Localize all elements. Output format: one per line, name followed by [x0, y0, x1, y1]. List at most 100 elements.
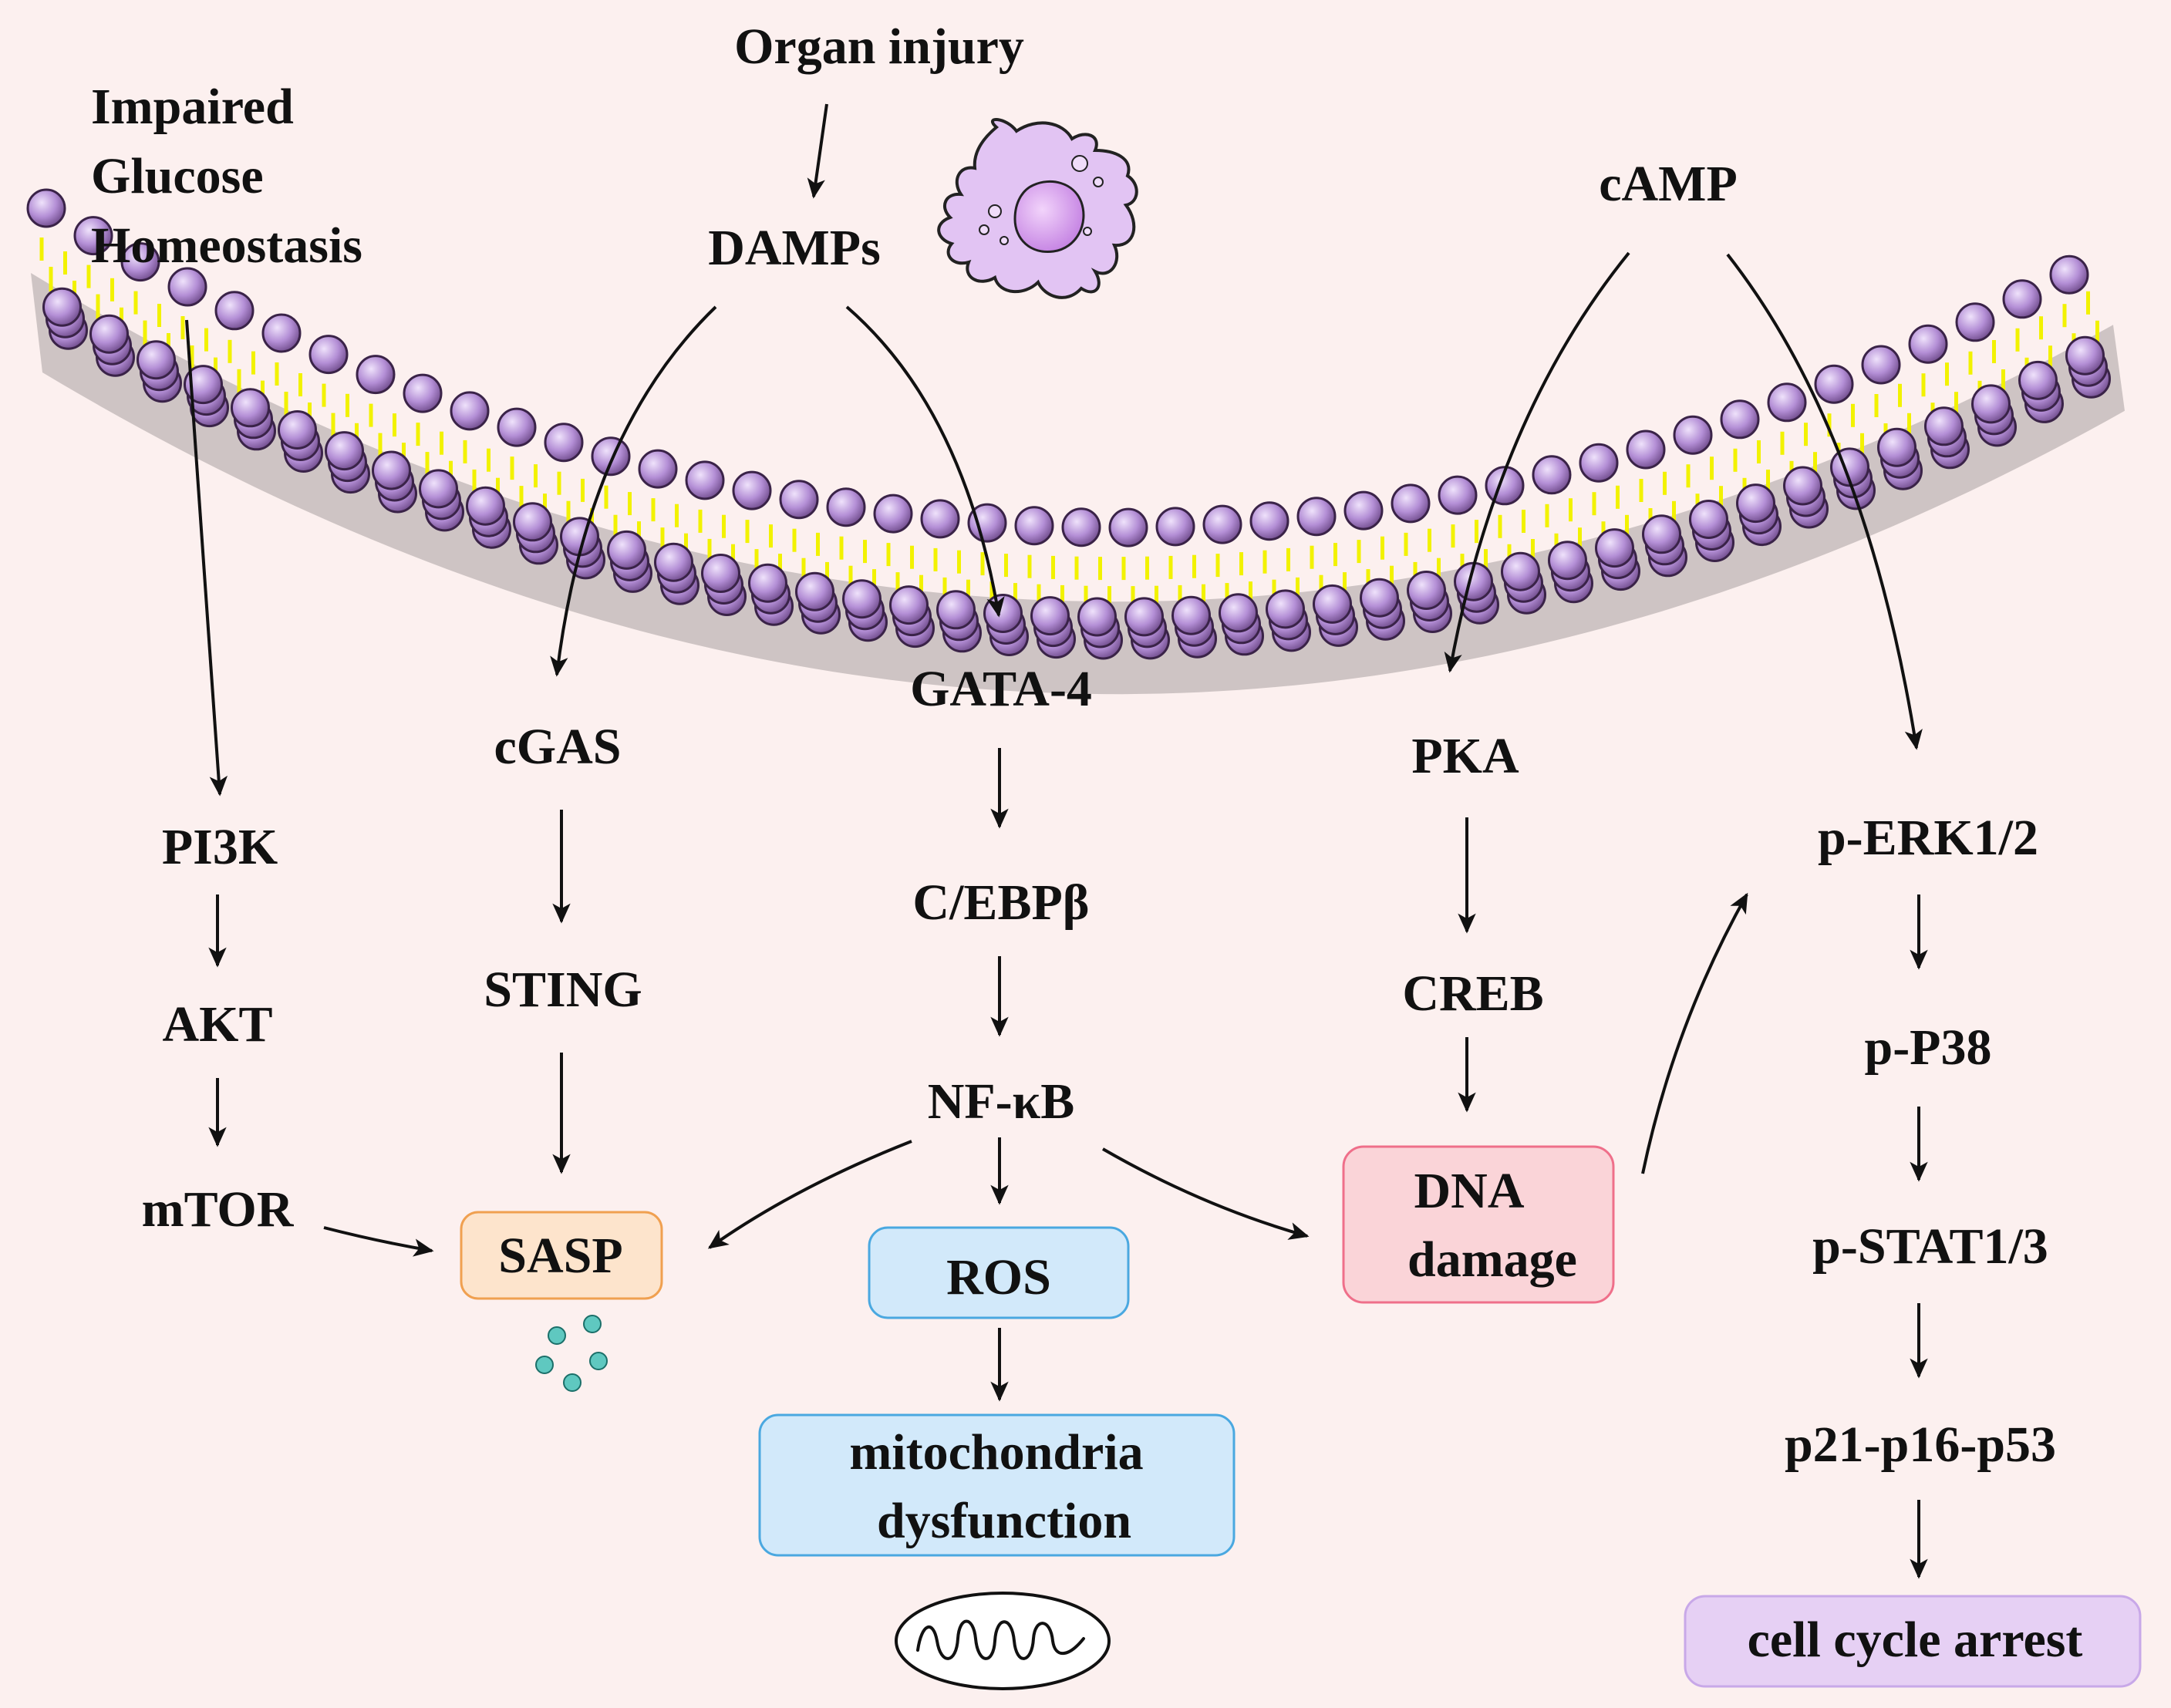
label-dysfunction: dysfunction: [877, 1493, 1131, 1549]
phospholipid-head: [261, 313, 302, 353]
arrows: [185, 103, 1928, 1579]
phospholipid-head: [1266, 589, 1305, 629]
label-cgas: cGAS: [494, 719, 622, 775]
phospholipid-head: [732, 470, 772, 510]
arrow-mtor-to-sasp: [323, 1226, 434, 1257]
cell-granule: [979, 224, 989, 235]
phospholipid-head: [1108, 507, 1148, 547]
arrow-dna-damage-to-perk: [1641, 892, 1748, 1174]
arrow-organ-injury-to-damps: [807, 103, 828, 199]
boxes: [460, 1145, 2142, 1688]
phospholipid-head: [42, 287, 82, 327]
phospholipid-head: [1579, 443, 1619, 483]
phospholipid-head: [450, 391, 490, 431]
phospholipid-head: [325, 431, 364, 471]
phospholipid-head: [1014, 506, 1054, 546]
label-dna: DNA: [1414, 1163, 1525, 1219]
vesicle: [535, 1356, 554, 1374]
dna-damage-box: [1342, 1145, 1615, 1304]
sasp-box: [460, 1211, 663, 1300]
phospholipid-head: [2018, 360, 2058, 400]
arrow-damps-to-gata4: [845, 305, 1005, 618]
label-pp38: p-P38: [1865, 1019, 1992, 1076]
phospholipid-head: [1391, 483, 1431, 524]
phospholipid-head: [1343, 490, 1384, 531]
label-gata4: GATA-4: [910, 661, 1092, 717]
phospholipid-head: [278, 410, 317, 450]
mitochondrion-cristae: [916, 1619, 1085, 1660]
cell-granule: [988, 204, 1002, 218]
cytokine-vesicles-icon: [535, 1315, 608, 1392]
vesicle: [563, 1373, 582, 1392]
cell-granule: [1071, 155, 1088, 172]
phospholipid-head: [26, 188, 66, 228]
phospholipid-head: [983, 594, 1023, 633]
phospholipid-head: [1673, 415, 1713, 455]
phospholipid-head: [1219, 593, 1258, 633]
phospholipid-head: [1124, 597, 1164, 637]
mitochondrion-outer-membrane: [895, 1592, 1111, 1690]
phospholipid-head: [1030, 596, 1070, 636]
label-ros: ROS: [946, 1249, 1051, 1305]
label-organ-injury: Organ injury: [734, 19, 1024, 75]
vesicle: [548, 1326, 566, 1345]
phospholipid-head: [214, 291, 255, 331]
phospholipid-head: [1924, 406, 1964, 446]
arrow-nfkb-to-sasp: [707, 1140, 912, 1249]
membrane-shadow: [31, 273, 2125, 695]
phospholipid-head: [1877, 427, 1916, 467]
phospholipid-head: [137, 340, 176, 380]
label-impaired: Impaired: [91, 79, 294, 135]
phospholipid-head: [513, 502, 552, 542]
vesicle: [583, 1315, 602, 1333]
phospholipid-head: [2065, 335, 2105, 376]
label-camp: cAMP: [1599, 156, 1738, 212]
phospholipid-head: [1971, 384, 2011, 424]
cell-granule: [1083, 227, 1092, 236]
phospholipid-head: [308, 335, 349, 375]
phospholipid-head: [1171, 595, 1211, 635]
phospholipid-head: [419, 469, 458, 509]
labels: Organ injury Impaired Glucose Homeostasi…: [91, 19, 2082, 1668]
label-damage: damage: [1407, 1231, 1577, 1288]
phospholipid-head: [842, 579, 882, 619]
phospholipid-head: [167, 267, 207, 307]
label-pka: PKA: [1411, 728, 1519, 784]
phospholipid-head: [1736, 483, 1775, 524]
phospholipid-head: [497, 407, 537, 447]
phospholipid-head: [701, 554, 740, 593]
cell-nucleus: [1013, 180, 1085, 253]
label-damps: DAMPs: [708, 220, 881, 276]
phospholipid-head: [1360, 578, 1399, 618]
phospholipid-head: [889, 585, 929, 625]
phospholipid-head: [1077, 597, 1117, 637]
label-creb: CREB: [1402, 965, 1543, 1022]
phospholipid-head: [184, 365, 223, 405]
cell-granule: [1093, 177, 1104, 187]
phospholipid-head: [1908, 324, 1948, 364]
phospholipid-head: [1767, 382, 1807, 423]
phospholipid-head: [2002, 279, 2042, 319]
phospholipid-head: [544, 423, 584, 463]
phospholipid-head: [873, 494, 913, 534]
arrow-nfkb-to-dna-damage: [1102, 1147, 1310, 1240]
label-akt: AKT: [162, 996, 272, 1053]
phospholipid-head: [1783, 466, 1822, 506]
arrow-impaired-to-pi3k: [185, 319, 228, 797]
arrow-camp-to-pka: [1444, 251, 1630, 673]
label-glucose: Glucose: [91, 148, 264, 204]
phospholipid-head: [779, 480, 819, 520]
cell-membrane: [26, 188, 2125, 695]
phospholipid-head: [231, 388, 270, 428]
label-sasp: SASP: [498, 1228, 622, 1284]
label-cebpb: C/EBPβ: [912, 874, 1089, 931]
ros-box: [868, 1226, 1130, 1319]
phospholipid-head: [403, 373, 443, 413]
phospholipid-head: [638, 449, 678, 489]
label-cell-cycle-arrest: cell cycle arrest: [1748, 1612, 2083, 1668]
label-pstat: p-STAT1/3: [1812, 1218, 2048, 1275]
phospholipid-head: [1501, 551, 1540, 591]
phospholipid-head: [89, 314, 129, 354]
phospholipid-head: [1626, 430, 1666, 470]
